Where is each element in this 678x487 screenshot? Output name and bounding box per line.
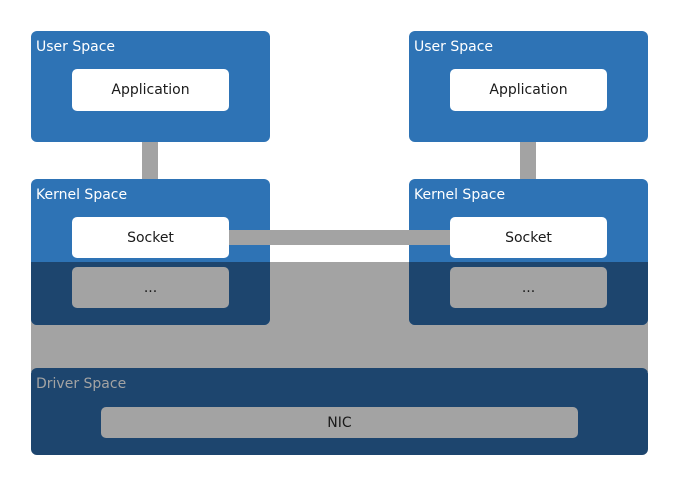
socket-to-socket-connector	[228, 230, 452, 245]
left-kernel-space-panel: Kernel Space ...	[31, 179, 270, 325]
left-socket-label: Socket	[127, 229, 174, 246]
driver-space-title: Driver Space	[36, 376, 127, 392]
nic-box: NIC	[101, 407, 578, 438]
left-ellipsis-label: ...	[143, 279, 158, 296]
nic-label: NIC	[327, 414, 352, 431]
right-user-space-title: User Space	[414, 39, 494, 55]
left-socket-box: Socket	[72, 217, 229, 258]
right-kernel-space-title: Kernel Space	[414, 187, 506, 203]
right-socket-box: Socket	[450, 217, 607, 258]
driver-space-panel: Driver Space NIC	[31, 368, 648, 455]
right-ellipsis-box: ...	[450, 267, 607, 308]
right-socket-label: Socket	[505, 229, 552, 246]
left-application-box: Application	[72, 69, 229, 111]
left-ellipsis-box: ...	[72, 267, 229, 308]
left-kernel-space-title: Kernel Space	[36, 187, 128, 203]
left-user-space-panel: User Space Application	[31, 31, 270, 142]
right-ellipsis-label: ...	[521, 279, 536, 296]
right-application-label: Application	[489, 82, 568, 98]
left-user-space-title: User Space	[36, 39, 116, 55]
right-application-box: Application	[450, 69, 607, 111]
right-user-space-panel: User Space Application	[409, 31, 648, 142]
left-application-label: Application	[111, 82, 190, 98]
